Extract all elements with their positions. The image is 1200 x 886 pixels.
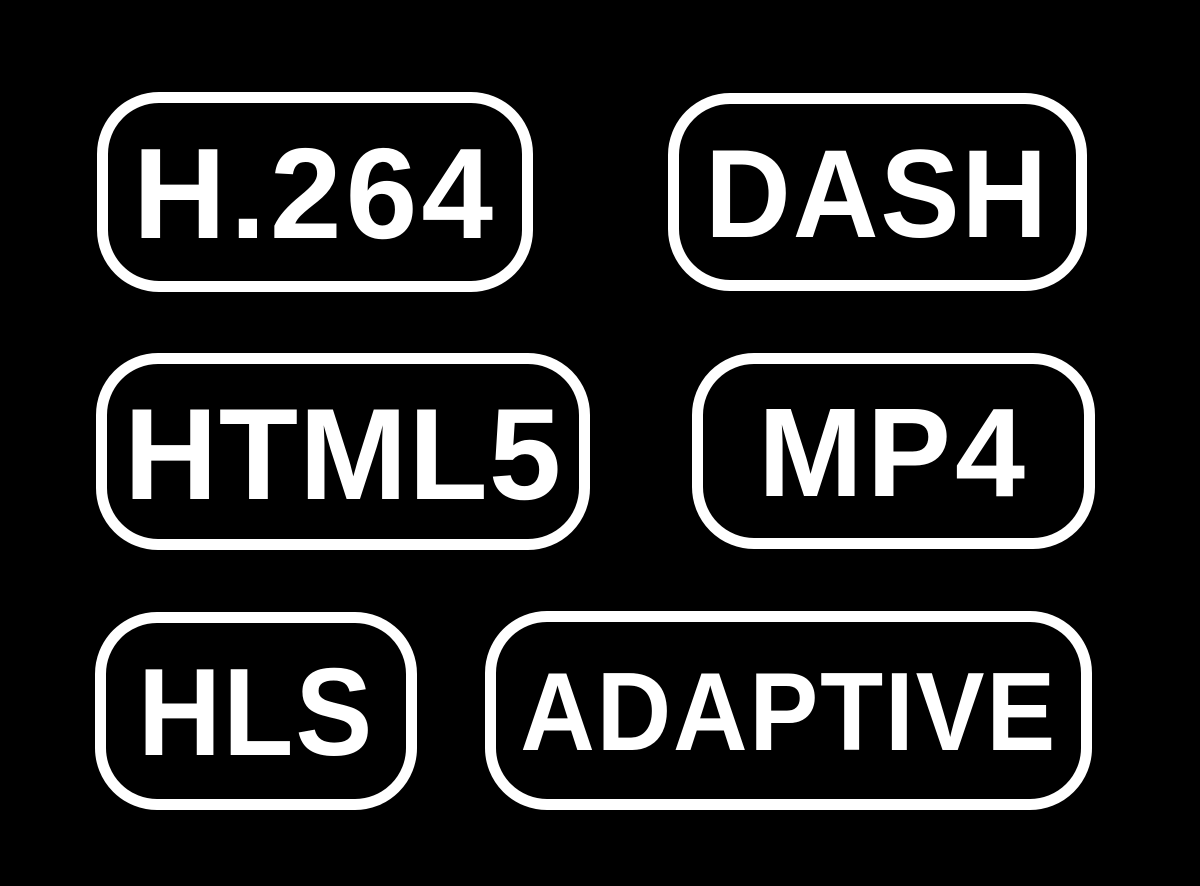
badge-h264-label: H.264: [132, 121, 498, 266]
badge-html5-label: HTML5: [123, 380, 563, 527]
badge-html5: HTML5: [96, 353, 590, 550]
badge-hls-label: HLS: [137, 644, 375, 782]
badge-mp4-label: MP4: [757, 382, 1030, 523]
badge-dash-label: DASH: [705, 124, 1050, 264]
badge-adaptive-label: ADAPTIVE: [520, 650, 1057, 774]
badge-mp4: MP4: [692, 353, 1095, 549]
badge-h264: H.264: [97, 92, 533, 292]
badge-hls: HLS: [95, 612, 417, 810]
badge-adaptive: ADAPTIVE: [485, 611, 1092, 810]
badge-dash: DASH: [668, 93, 1087, 291]
